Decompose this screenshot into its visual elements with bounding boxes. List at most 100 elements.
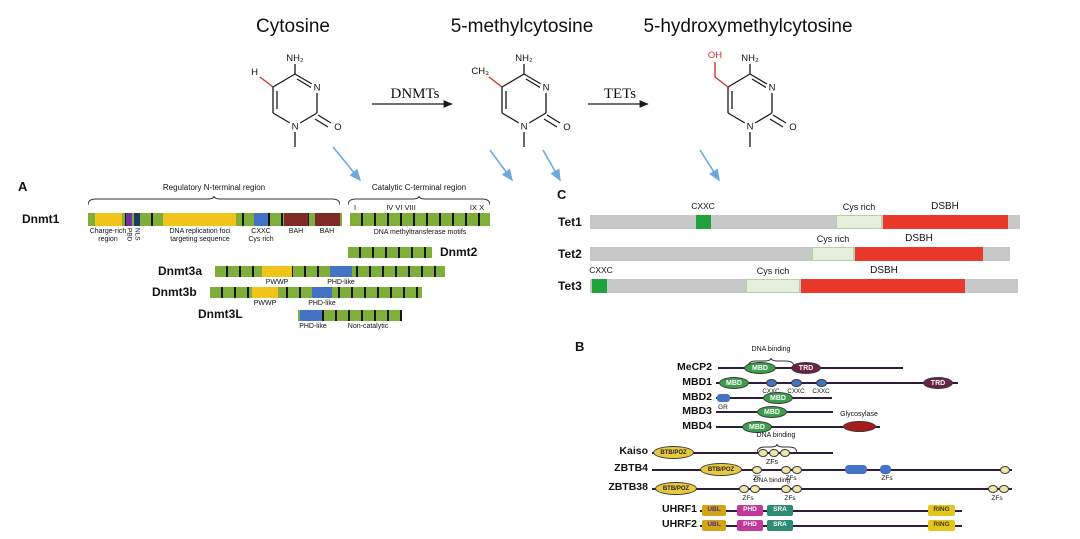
oxygen-label: O <box>334 122 341 133</box>
5hmc-substituent-bond <box>714 76 729 88</box>
tet3-bar <box>590 279 1018 293</box>
dnmt3l-bar <box>298 310 402 321</box>
mbd1-cxxc2 <box>791 379 802 387</box>
tet2-cysrich-caption: Cys rich <box>816 234 850 244</box>
dnmt3b-label: Dnmt3b <box>152 285 197 299</box>
kaiso-backbone <box>652 452 833 454</box>
tet3-dsbh-caption: DSBH <box>870 265 898 276</box>
mecp2-backbone <box>718 367 903 369</box>
uhrf1-ring-domain: RING <box>928 505 955 516</box>
panel-a-letter: A <box>18 179 28 194</box>
tet1-cxxc-caption: CXXC <box>691 201 715 211</box>
oxygen-label: O <box>789 122 796 133</box>
region-label-catalytic: Catalytic C-terminal region <box>371 183 467 192</box>
tet3-label: Tet3 <box>558 279 582 293</box>
dnmts-label: DNMTs <box>390 86 440 102</box>
zbtb4-zf1 <box>752 466 762 474</box>
dnmt1-regulatory-bar <box>88 213 342 226</box>
zbtb4-zfs2-caption: ZFs <box>881 475 893 482</box>
kaiso-label: Kaiso <box>619 445 648 457</box>
tet3-cysrich-domain <box>746 279 800 293</box>
zbtb38-zfs1-caption: ZFs <box>742 495 754 502</box>
mbd1-cxxc2-caption: CXXC <box>787 388 805 395</box>
cytosine-structure: NH₂ N N O H <box>251 53 342 147</box>
motif-numerals-ix-x: IX X <box>469 203 485 212</box>
ring-n3-label: N <box>769 83 776 94</box>
motif-numeral-i: I <box>353 203 357 212</box>
dnmt3a-phd-domain <box>330 266 352 277</box>
uhrf1-phd-domain: PHD <box>737 505 763 516</box>
motif-numerals-iv-vi-viii: IV VI VIII <box>386 203 416 212</box>
uhrf2-ubl-domain: UBL <box>702 520 726 531</box>
mbd3-mbd-domain: MBD <box>757 406 787 418</box>
ring-n1-label: N <box>747 122 754 133</box>
charge-rich-caption: Charge-rich region <box>89 228 127 243</box>
kaiso-zf2 <box>769 449 779 457</box>
mbd4-mbd-domain: MBD <box>742 421 772 433</box>
zbtb38-zf2 <box>750 485 760 493</box>
oxygen-label: O <box>563 122 570 133</box>
dnmt1-replication-foci-domain <box>163 213 236 226</box>
ring-n3-label: N <box>314 83 321 94</box>
dnmt2-label: Dnmt2 <box>440 245 478 259</box>
molecule-5mc: 5-methylcytosine NH₂ N N O <box>451 16 593 174</box>
zbtb38-zf1 <box>739 485 749 493</box>
mbd2-label: MBD2 <box>682 391 712 403</box>
cytosine-substituent-bond <box>259 76 274 88</box>
cytosine-substituent-label: H <box>251 67 258 78</box>
ring-n1-label: N <box>292 122 299 133</box>
tet1-bar <box>590 215 1020 229</box>
mbd4-label: MBD4 <box>682 420 712 432</box>
dnmt3b-phd-domain <box>312 287 332 298</box>
zbtb4-zf-caption: ZF <box>753 475 761 482</box>
tets-label: TETs <box>603 86 637 102</box>
dnmt3l-noncatalytic-caption: Non-catalytic <box>347 323 389 330</box>
uhrf2-phd-domain: PHD <box>737 520 763 531</box>
brace-catalytic <box>347 193 491 211</box>
pbd-caption: PBD <box>125 228 133 242</box>
zbtb38-backbone <box>652 488 1012 490</box>
replication-foci-caption: DNA replication foci targeting sequence <box>169 228 231 243</box>
dnmt3b-bar <box>210 287 422 298</box>
tet1-cysrich-caption: Cys rich <box>842 202 876 212</box>
zbtb38-label: ZBTB38 <box>608 481 648 493</box>
dnmt1-label: Dnmt1 <box>22 212 60 226</box>
5mc-substituent-label: CH₃ <box>471 66 489 77</box>
nls-caption: NLS <box>133 228 141 241</box>
tet3-cysrich-caption: Cys rich <box>756 266 790 276</box>
zbtb38-zf4 <box>792 485 802 493</box>
mbd4-backbone <box>716 426 880 428</box>
tet2-bar <box>590 247 1010 261</box>
tet1-cysrich-domain <box>836 215 882 229</box>
mbd2-gr-domain <box>717 394 730 402</box>
mecp2-trd-domain: TRD <box>791 362 821 374</box>
mbd1-label: MBD1 <box>682 376 712 388</box>
methyltransferase-motifs-caption: DNA methyltransferase motifs <box>373 229 467 236</box>
dnmt3a-label: Dnmt3a <box>158 264 203 278</box>
tet3-dsbh-domain <box>801 279 965 293</box>
panel-c-letter: C <box>557 187 567 202</box>
zbtb4-pill2 <box>880 465 891 474</box>
tet2-dsbh-caption: DSBH <box>905 233 933 244</box>
zbtb38-dna-binding-caption: DNA binding <box>753 477 791 484</box>
mbd4-glycosylase-domain <box>843 421 876 432</box>
zbtb38-btb-domain: BTB/POZ <box>655 482 697 495</box>
dnmt1-bah2-domain <box>315 213 340 226</box>
tet1-dsbh-caption: DSBH <box>931 201 959 212</box>
molecule-cytosine: Cytosine NH₂ N N O H <box>238 16 348 174</box>
zbtb38-zf3 <box>781 485 791 493</box>
mecp2-dna-binding-caption: DNA binding <box>751 346 791 353</box>
dnmt3l-label: Dnmt3L <box>198 307 243 321</box>
mbd1-mbd-domain: MBD <box>719 377 749 389</box>
mbd1-cxxc3-caption: CXXC <box>812 388 830 395</box>
dnmt3l-phd-domain <box>300 310 322 321</box>
tet1-cxxc-domain <box>696 215 711 229</box>
zbtb4-zf2 <box>781 466 791 474</box>
kaiso-btb-domain: BTB/POZ <box>653 446 694 459</box>
mbd2-backbone <box>716 397 832 399</box>
amine-label: NH₂ <box>741 53 759 64</box>
uhrf1-backbone <box>700 510 962 512</box>
dnmt3a-pwwp-caption: PWWP <box>265 279 289 286</box>
dnmt1-bah1-domain <box>284 213 308 226</box>
uhrf2-label: UHRF2 <box>661 518 697 530</box>
